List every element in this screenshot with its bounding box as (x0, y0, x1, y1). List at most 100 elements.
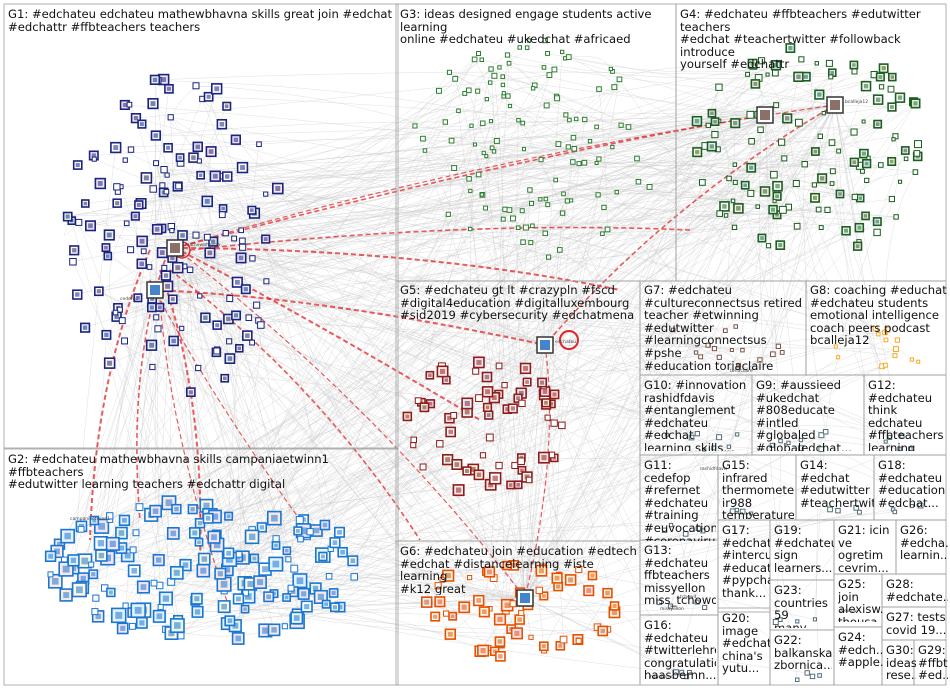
node-avatar (234, 138, 238, 142)
node-avatar (456, 488, 461, 493)
node-avatar (165, 284, 170, 289)
node (669, 523, 672, 526)
hub-label: edchateu (555, 339, 576, 345)
node (732, 225, 736, 229)
node-avatar (260, 525, 264, 529)
group-frame-g23 (770, 580, 834, 630)
node (494, 139, 499, 144)
node (815, 62, 818, 65)
node-avatar (209, 149, 214, 154)
node (865, 178, 869, 182)
node (463, 92, 467, 96)
node (861, 169, 865, 173)
node (770, 443, 774, 447)
node (547, 73, 552, 78)
node (695, 600, 699, 604)
node (76, 219, 82, 225)
node-avatar (487, 413, 491, 417)
node-avatar (509, 483, 513, 487)
node-avatar (294, 615, 300, 621)
node (141, 249, 146, 254)
node-avatar (544, 401, 548, 405)
node-avatar (226, 317, 231, 322)
node (469, 227, 472, 230)
node (197, 159, 201, 163)
group-frame-g25 (834, 574, 882, 627)
node-avatar (505, 564, 509, 568)
node (683, 532, 688, 537)
node-avatar (498, 654, 503, 659)
node (874, 229, 880, 235)
node-avatar (109, 591, 113, 595)
node-avatar (153, 78, 157, 82)
node-avatar (332, 591, 336, 595)
node (536, 587, 542, 593)
node-avatar (64, 533, 71, 540)
node-avatar (775, 194, 779, 198)
node-avatar (244, 287, 248, 291)
node (830, 169, 835, 174)
node (516, 226, 520, 230)
node (796, 678, 800, 682)
node (883, 363, 887, 367)
node (437, 441, 443, 447)
edge (155, 290, 156, 511)
node-avatar (568, 577, 573, 582)
node (440, 578, 444, 582)
node-avatar (543, 389, 548, 394)
node-avatar (107, 361, 112, 366)
node-avatar (591, 574, 595, 578)
node-avatar (202, 556, 208, 562)
node (717, 435, 722, 440)
node (444, 611, 449, 616)
node-avatar (131, 568, 137, 574)
node (523, 148, 526, 151)
node-avatar (156, 557, 161, 562)
node (307, 529, 313, 535)
node-avatar (154, 133, 158, 137)
node (737, 363, 741, 367)
node (151, 580, 157, 586)
node (93, 595, 99, 601)
node-avatar (271, 627, 277, 633)
node (147, 265, 152, 270)
node-avatar (218, 571, 223, 576)
node-avatar (223, 377, 227, 381)
node (193, 232, 199, 238)
node (636, 180, 641, 185)
node (888, 86, 894, 92)
node-avatar (774, 63, 778, 67)
node (492, 73, 497, 78)
node-avatar (227, 514, 231, 518)
node-avatar (266, 595, 271, 600)
node (413, 124, 417, 128)
node-avatar (321, 555, 325, 559)
node-avatar (84, 202, 88, 206)
node (577, 162, 581, 166)
node (291, 565, 298, 572)
node (187, 267, 192, 272)
node-avatar (221, 604, 227, 610)
node (611, 145, 614, 148)
node (239, 228, 244, 233)
node (758, 127, 764, 133)
node (286, 557, 291, 562)
node-avatar (137, 203, 141, 207)
node-avatar (203, 316, 207, 320)
node-avatar (523, 366, 528, 371)
node (539, 158, 543, 162)
node (326, 574, 332, 580)
node (899, 180, 902, 183)
node-avatar (167, 87, 171, 91)
node-avatar (337, 530, 342, 535)
node (746, 72, 750, 76)
node-avatar (760, 236, 764, 240)
node (854, 506, 859, 511)
node-avatar (477, 473, 482, 478)
node (889, 196, 894, 201)
edge (801, 440, 912, 506)
node-avatar (455, 462, 460, 467)
node-avatar (498, 639, 503, 644)
node (712, 132, 718, 138)
node-avatar (736, 206, 741, 211)
